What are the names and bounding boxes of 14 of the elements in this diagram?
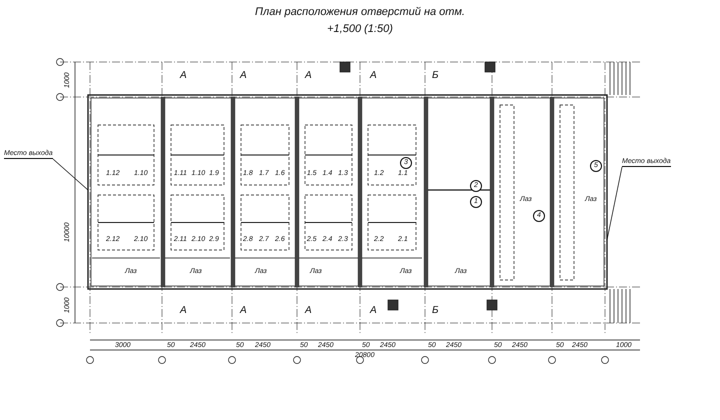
- drawing-title: План расположения отверстий на отм. +1,500 (1:50): [254, 5, 466, 37]
- section-mark: А: [180, 70, 187, 81]
- leader-line: [606, 166, 622, 240]
- section-mark: А: [305, 70, 312, 81]
- section-mark: Б: [432, 70, 439, 81]
- section-mark: А: [240, 70, 247, 81]
- leader-line: [52, 158, 88, 190]
- section-mark: А: [370, 70, 377, 81]
- section-mark: А: [305, 305, 312, 316]
- building-outline: [87, 94, 608, 290]
- section-mark: А: [370, 305, 377, 316]
- section-mark: А: [240, 305, 247, 316]
- section-mark: А: [180, 305, 187, 316]
- section-mark: Б: [432, 305, 439, 316]
